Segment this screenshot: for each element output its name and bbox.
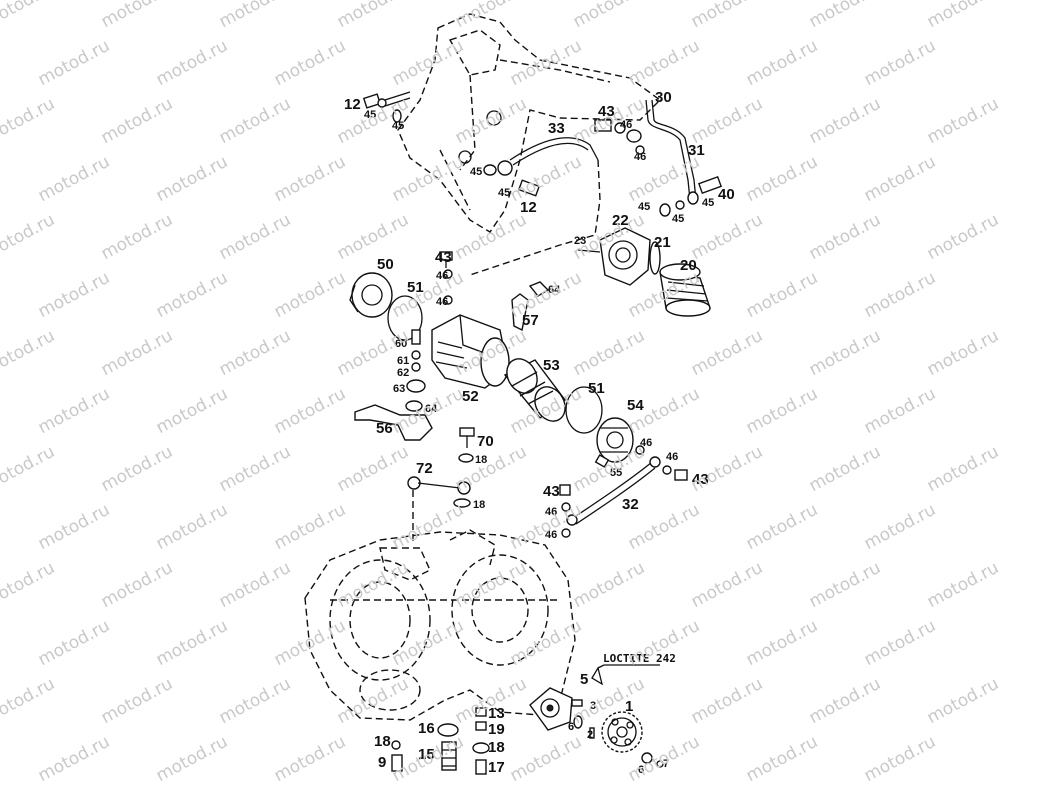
callout-30: 30 xyxy=(655,89,672,106)
pump-gear-1 xyxy=(601,711,664,768)
callout-46: 46 xyxy=(545,506,557,518)
callout-43: 43 xyxy=(435,249,452,266)
plate-56 xyxy=(354,400,433,441)
callout-45: 45 xyxy=(498,187,510,199)
callout-18: 18 xyxy=(374,733,391,750)
callout-43: 43 xyxy=(692,471,709,488)
o-ring-51-right xyxy=(565,386,603,434)
oil-line-72 xyxy=(407,476,471,545)
callout-40: 40 xyxy=(718,186,735,203)
oil-line-33 xyxy=(469,137,601,276)
callout-15: 15 xyxy=(418,746,435,763)
callout-5: 5 xyxy=(580,671,588,688)
drain-parts-bottom xyxy=(391,707,490,775)
callout-46: 46 xyxy=(666,451,678,463)
callout-61: 61 xyxy=(397,355,409,367)
callout-50: 50 xyxy=(377,256,394,273)
frame-outline xyxy=(397,13,662,233)
callout-46: 46 xyxy=(436,296,448,308)
oil-pump-5 xyxy=(529,664,660,739)
callout-57: 57 xyxy=(522,312,539,329)
callout-63: 63 xyxy=(393,383,405,395)
callout-45: 45 xyxy=(702,197,714,209)
callout-45: 45 xyxy=(392,120,404,132)
callout-72: 72 xyxy=(416,460,433,477)
callout-32: 32 xyxy=(622,496,639,513)
banjo-bolt-43-mid xyxy=(439,251,453,305)
callout-13: 13 xyxy=(488,705,505,722)
callout-1: 1 xyxy=(625,698,633,715)
callout-46: 46 xyxy=(634,151,646,163)
callout-56: 56 xyxy=(376,420,393,437)
callout-17: 17 xyxy=(488,759,505,776)
callout-12: 12 xyxy=(344,96,361,113)
callout-21: 21 xyxy=(654,234,671,251)
callout-55: 55 xyxy=(610,467,622,479)
callout-51: 51 xyxy=(407,279,424,296)
callout-18: 18 xyxy=(475,454,487,466)
callout-45: 45 xyxy=(672,213,684,225)
callout-45: 45 xyxy=(470,166,482,178)
oil-line-30-31 xyxy=(594,99,723,217)
loctite-note: LOCTITE 242 xyxy=(603,652,676,665)
callout-43: 43 xyxy=(598,103,615,120)
callout-6: 6 xyxy=(568,721,574,733)
callout-18: 18 xyxy=(473,499,485,511)
callout-53: 53 xyxy=(543,357,560,374)
callout-46: 46 xyxy=(545,529,557,541)
cover-54 xyxy=(596,417,634,463)
bolt-12-upper xyxy=(362,91,411,123)
callout-20: 20 xyxy=(680,257,697,274)
callout-7: 7 xyxy=(663,758,669,770)
crankcase-outline xyxy=(304,529,576,721)
bracket-57 xyxy=(511,281,550,332)
callout-6: 6 xyxy=(638,764,644,776)
callout-9: 9 xyxy=(378,754,386,771)
callout-52: 52 xyxy=(462,388,479,405)
callout-54: 54 xyxy=(627,397,644,414)
callout-46: 46 xyxy=(640,437,652,449)
callout-46: 46 xyxy=(620,119,632,131)
callout-46: 46 xyxy=(436,270,448,282)
small-parts-60-63 xyxy=(406,329,426,393)
callout-19: 19 xyxy=(488,721,505,738)
callout-12: 12 xyxy=(520,199,537,216)
oil-filter-cover-21 xyxy=(577,227,661,286)
banjo-bolt-70 xyxy=(458,427,475,463)
callout-16: 16 xyxy=(418,720,435,737)
callout-22: 22 xyxy=(612,212,629,229)
callout-18: 18 xyxy=(488,739,505,756)
oil-line-32 xyxy=(559,445,688,538)
callout-60: 60 xyxy=(395,338,407,350)
o-ring-51-left xyxy=(387,295,423,341)
callout-23: 23 xyxy=(574,235,586,247)
cover-50 xyxy=(349,272,393,318)
callout-70: 70 xyxy=(477,433,494,450)
callout-3: 3 xyxy=(590,700,596,712)
callout-labels: 12 45 45 33 45 45 12 30 43 46 46 31 45 4… xyxy=(344,89,735,776)
filter-housing-52 xyxy=(431,314,510,389)
callout-51: 51 xyxy=(588,380,605,397)
callout-2: 2 xyxy=(587,729,593,741)
callout-31: 31 xyxy=(688,142,705,159)
oil-filter-53 xyxy=(503,358,566,422)
callout-64: 64 xyxy=(548,284,561,296)
callout-45: 45 xyxy=(364,109,376,121)
callout-43: 43 xyxy=(543,483,560,500)
callout-33: 33 xyxy=(548,120,565,137)
oil-filter-element-20 xyxy=(659,263,711,317)
callout-45: 45 xyxy=(638,201,650,213)
callout-64: 64 xyxy=(425,403,438,415)
callout-62: 62 xyxy=(397,367,409,379)
